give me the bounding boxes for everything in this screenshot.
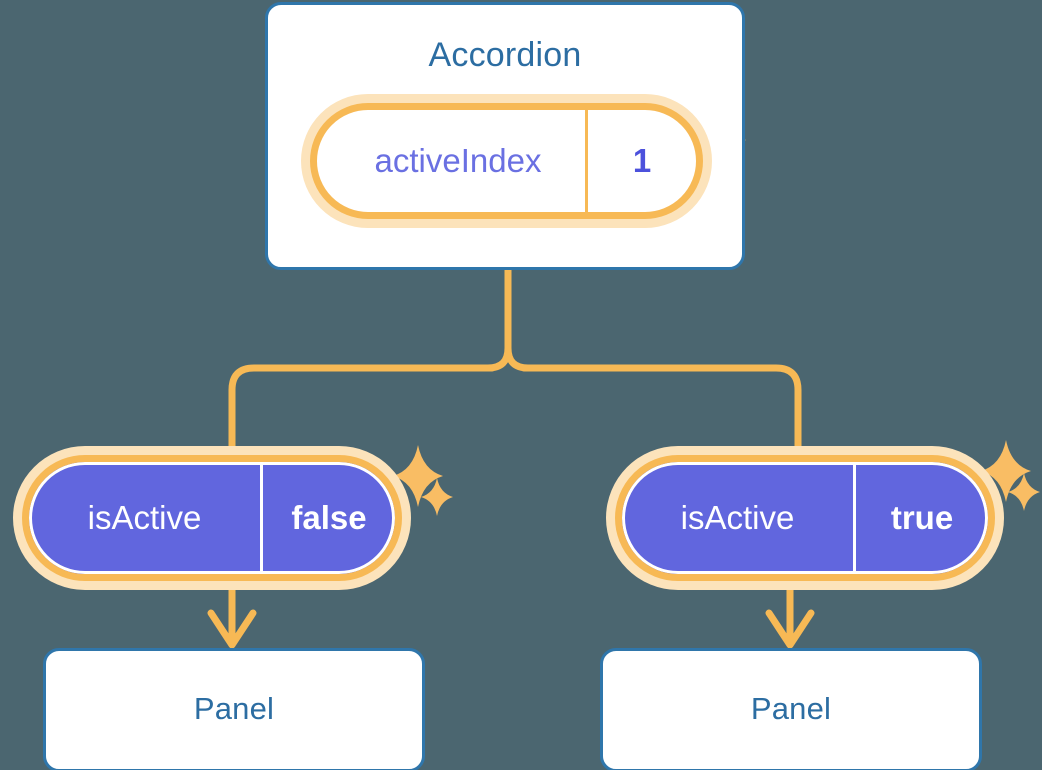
state-key-isactive-left: isActive [87,499,202,536]
state-value-isactive-left: false [260,462,395,574]
state-pill-isactive-right[interactable]: isActive true [615,455,995,581]
connector-trunk [484,264,512,372]
arrow-head-left-icon [207,609,257,649]
component-card-panel-left[interactable]: Panel [43,648,425,770]
state-value-activeindex: 1 [585,110,696,212]
sparkle-large-icon [393,445,443,507]
component-title-accordion: Accordion [428,36,582,74]
arrow-head-right-icon [765,609,815,649]
component-card-panel-right[interactable]: Panel [600,648,982,770]
component-title-panel-left: Panel [193,691,275,726]
state-pill-isactive-left[interactable]: isActive false [22,455,402,581]
connector-branch-right [520,364,802,459]
state-key-isactive-right: isActive [680,499,795,536]
connector-trunk-right [504,344,532,372]
sparkle-small-icon [421,478,453,516]
state-key-activeindex: activeIndex [374,142,542,179]
state-value-isactive-right: true [853,462,988,574]
sparkle-small-icon [1008,473,1040,511]
state-pill-activeindex[interactable]: activeIndex 1 [310,103,703,219]
component-title-panel-right: Panel [750,691,832,726]
connector-branch-left [228,364,496,459]
component-card-accordion[interactable]: Accordion activeIndex 1 [265,2,745,270]
